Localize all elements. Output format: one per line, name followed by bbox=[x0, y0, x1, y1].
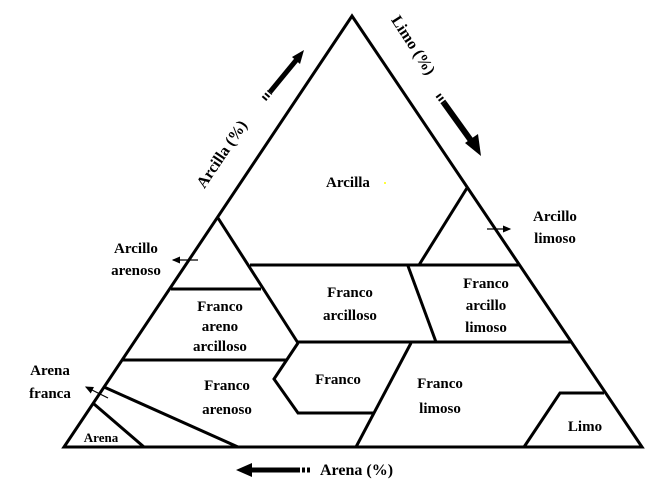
arena-franca-pointer bbox=[84, 386, 109, 399]
region-label-line: arcilloso bbox=[193, 339, 247, 355]
region-label-limo: Limo bbox=[568, 419, 602, 435]
region-label-line: Arcillo bbox=[114, 241, 158, 257]
sand-axis-label: Arena (%) bbox=[320, 462, 393, 479]
silt-axis-label: Limo (%) bbox=[387, 13, 438, 79]
region-label-arcilla: Arcilla bbox=[326, 175, 370, 191]
region-label-line: arenoso bbox=[111, 263, 161, 279]
region-label-arena: Arena bbox=[84, 430, 119, 445]
region-boundaries bbox=[93, 187, 604, 449]
clay-axis-arrow bbox=[261, 50, 304, 101]
region-label-line: areno bbox=[202, 319, 238, 335]
region-label-arcillo-limoso: Arcillo limoso bbox=[533, 209, 577, 247]
region-label-line: Arcillo bbox=[533, 209, 577, 225]
region-label-line: Franco bbox=[463, 276, 509, 292]
region-label-line: Franco bbox=[327, 285, 373, 301]
yellow-marker bbox=[384, 182, 386, 184]
region-label-line: arcillo bbox=[466, 298, 507, 314]
region-label-franco-arcilloso: Franco arcilloso bbox=[323, 285, 377, 324]
region-label-line: Franco bbox=[197, 299, 243, 315]
region-label-line: Arena bbox=[84, 430, 119, 445]
region-label-line: arcilloso bbox=[323, 308, 377, 324]
region-label-line: Franco bbox=[417, 376, 463, 392]
region-label-line: Franco bbox=[204, 378, 250, 394]
region-label-line: Limo bbox=[568, 419, 602, 435]
region-label-franco-arenoso: Franco arenoso bbox=[202, 378, 252, 418]
region-label-line: limoso bbox=[419, 401, 461, 417]
pointer-arrows bbox=[84, 225, 512, 399]
region-label-line: Franco bbox=[315, 372, 361, 388]
triangle-outline bbox=[61, 13, 645, 449]
region-label-franco-areno-arcilloso: Franco areno arcilloso bbox=[193, 299, 247, 355]
silt-axis-arrow bbox=[435, 93, 481, 156]
region-label-franco-limoso: Franco limoso bbox=[417, 376, 463, 417]
region-label-line: limoso bbox=[465, 320, 507, 336]
region-label-line: limoso bbox=[534, 231, 576, 247]
axis-arrows bbox=[236, 50, 481, 477]
region-label-arcillo-arenoso: Arcillo arenoso bbox=[111, 241, 161, 279]
region-label-line: Arena bbox=[30, 363, 70, 379]
region-label-line: franca bbox=[29, 386, 71, 402]
sand-axis-arrow bbox=[236, 463, 310, 477]
region-label-line: arenoso bbox=[202, 402, 252, 418]
region-label-franco: Franco bbox=[315, 372, 361, 388]
region-label-franco-arcillo-limoso: Franco arcillo limoso bbox=[463, 276, 509, 336]
region-label-arena-franca: Arena franca bbox=[29, 363, 71, 402]
region-label-line: Arcilla bbox=[326, 175, 370, 191]
